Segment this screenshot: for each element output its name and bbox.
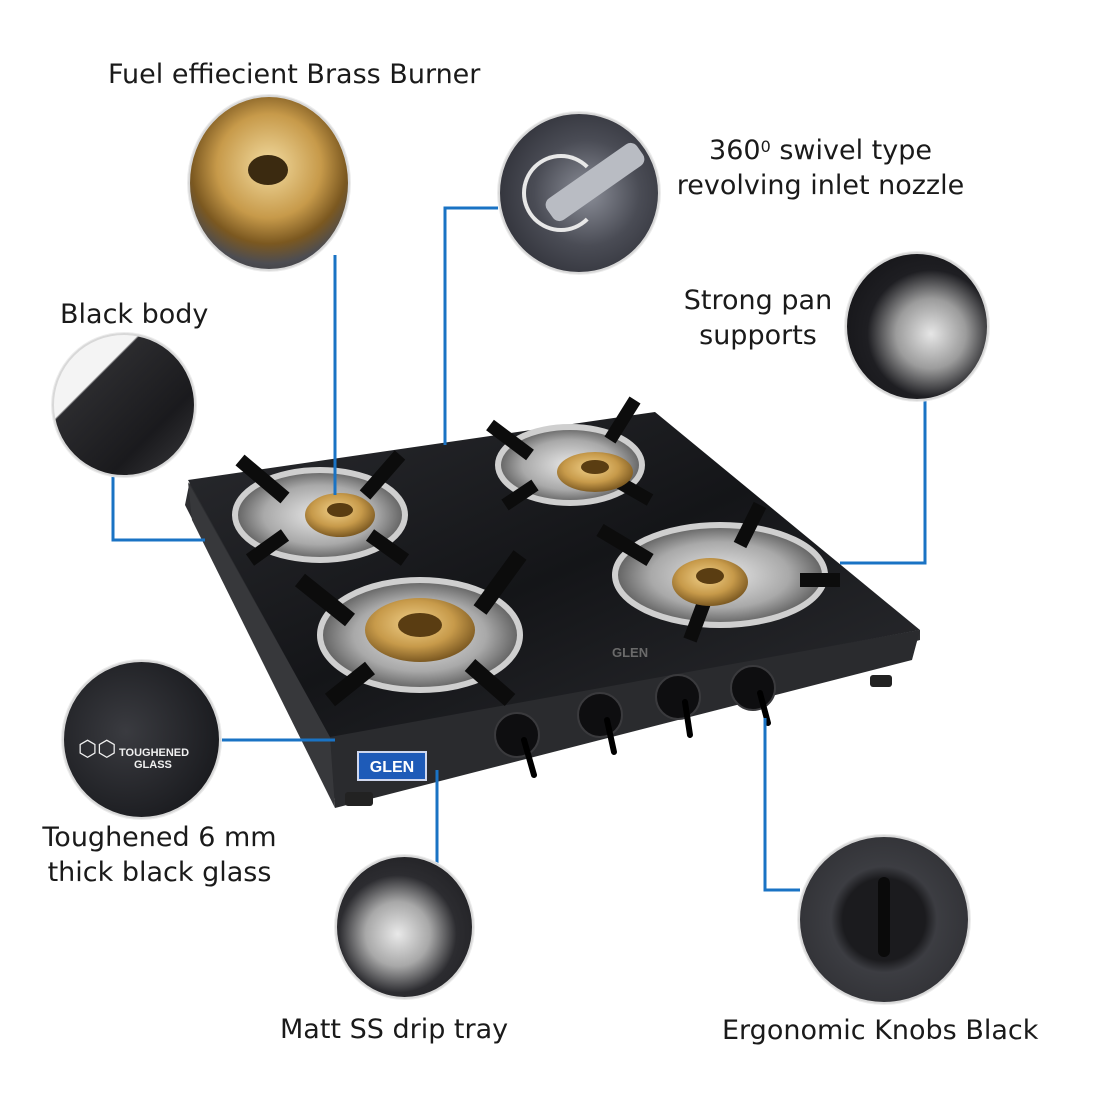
toughened-glass-detail-circle: ⬡⬡ TOUGHENED GLASS bbox=[62, 660, 221, 819]
pan-support-label: Strong pan supports bbox=[668, 283, 848, 353]
nozzle-label-line2: revolving inlet nozzle bbox=[676, 170, 965, 201]
brass-burner-detail-circle bbox=[188, 95, 350, 271]
burner-front-left bbox=[295, 550, 527, 707]
burner-label: Fuel effiecient Brass Burner bbox=[108, 59, 481, 90]
drip-tray-label: Matt SS drip tray bbox=[280, 1014, 509, 1045]
nozzle-label: 3600 swivel type revolving inlet nozzle bbox=[668, 133, 973, 203]
hexagon-icon: ⬡⬡ bbox=[78, 737, 117, 762]
brass-burner-hole bbox=[248, 155, 288, 185]
brand-badge-text: GLEN bbox=[370, 759, 414, 776]
brand-badge bbox=[357, 751, 427, 781]
nozzle-degree-value: 360 bbox=[709, 135, 761, 166]
pan-support-label-line2: supports bbox=[699, 320, 817, 351]
swivel-arrows-icon bbox=[522, 154, 600, 232]
burner-front-right bbox=[596, 501, 840, 643]
pan-support-label-line1: Strong pan bbox=[683, 285, 833, 316]
glass-badge-line2: GLASS bbox=[134, 759, 172, 771]
knobs-label: Ergonomic Knobs Black bbox=[722, 1015, 1039, 1046]
burner-back-left bbox=[232, 450, 410, 566]
knob-detail-circle bbox=[798, 835, 970, 1004]
glass-label-line1: Toughened 6 mm bbox=[42, 822, 277, 853]
body-label: Black body bbox=[60, 299, 209, 330]
burner-back-right bbox=[486, 396, 654, 511]
drip-tray-detail-circle bbox=[335, 855, 474, 999]
nozzle-label-line1-text: swivel type bbox=[770, 135, 932, 166]
glass-label-line2: thick black glass bbox=[47, 857, 272, 888]
pan-support-detail-circle bbox=[845, 252, 989, 401]
nozzle-label-line1: 3600 swivel type bbox=[668, 133, 973, 168]
body-detail-circle bbox=[52, 333, 196, 477]
nozzle-detail-circle bbox=[498, 112, 660, 274]
nozzle-degree-symbol: 0 bbox=[760, 137, 771, 156]
glass-badge-line1: TOUGHENED bbox=[119, 747, 190, 759]
glass-label: Toughened 6 mm thick black glass bbox=[22, 820, 297, 890]
knob-pointer bbox=[878, 877, 890, 957]
glass-brand-text: GLEN bbox=[612, 645, 648, 660]
